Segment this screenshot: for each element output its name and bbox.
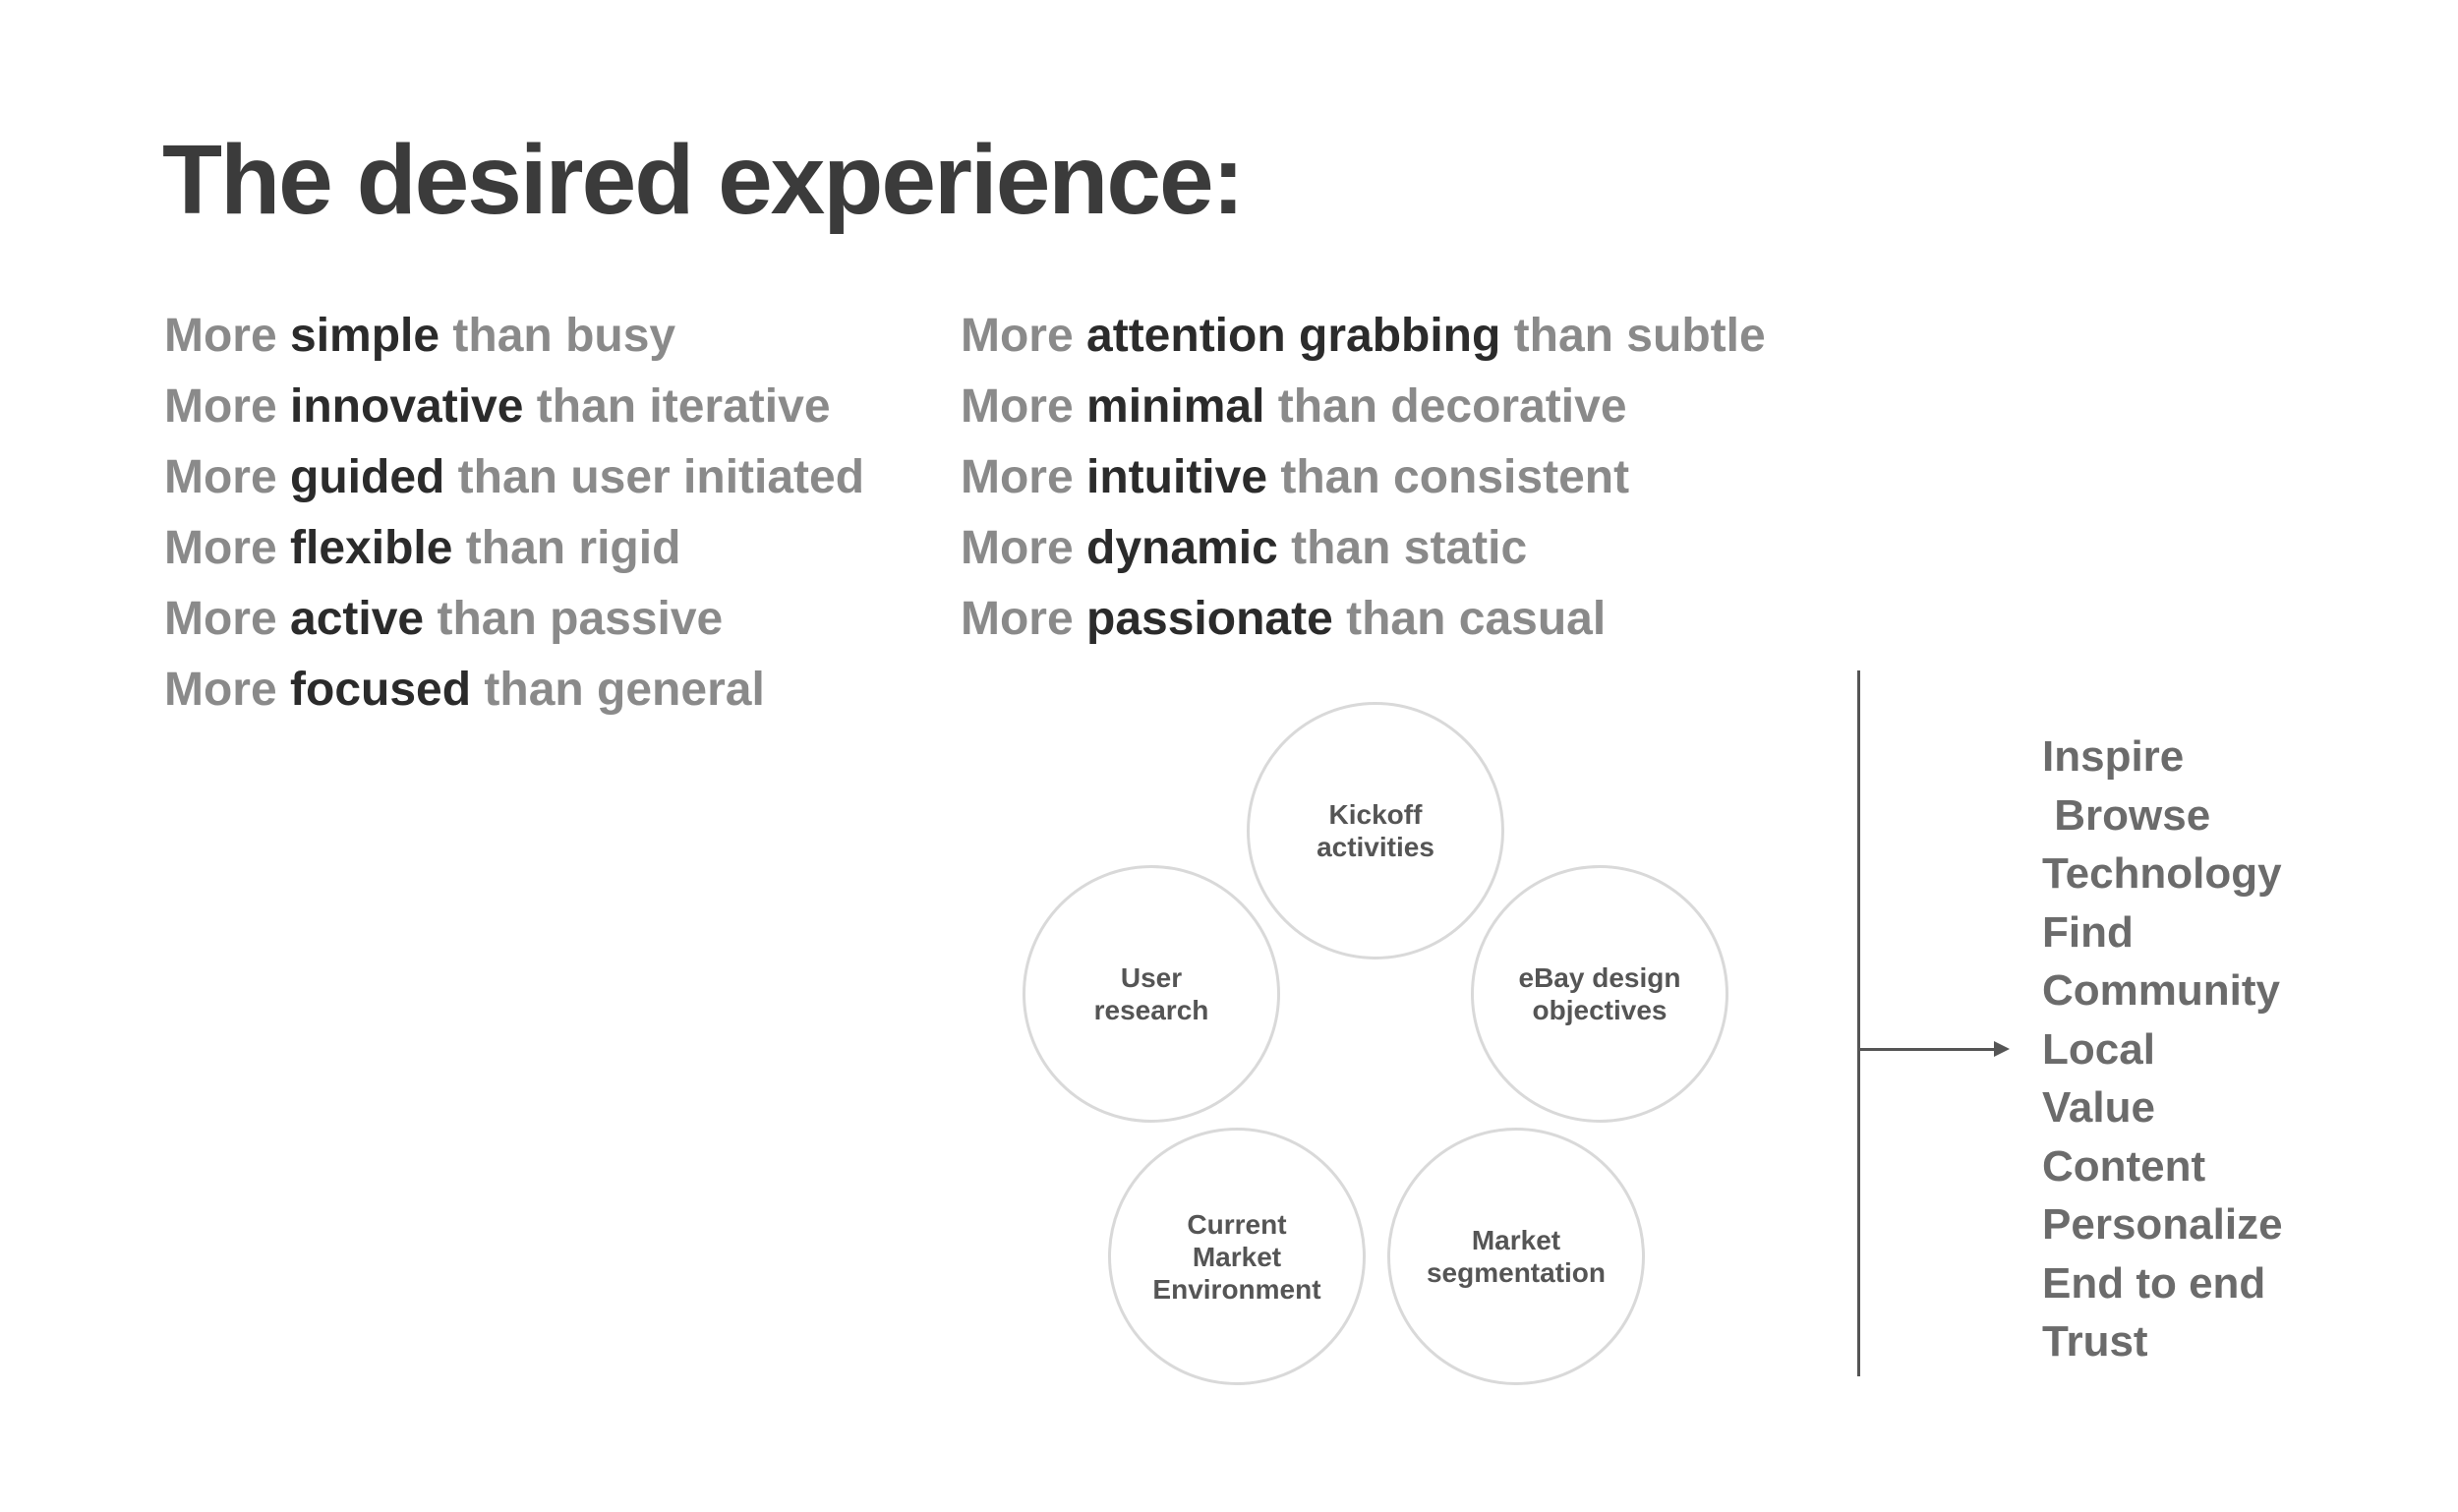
circle-label: Environment <box>1152 1273 1321 1305</box>
circle-ebay-design-objectives: eBay design objectives <box>1471 865 1728 1123</box>
comparison-line: More simple than busy <box>164 310 676 362</box>
keyword-item: Trust <box>2042 1317 2148 1366</box>
circle-label: objectives <box>1532 995 1668 1025</box>
comparison-line: More active than passive <box>164 593 724 645</box>
keyword-item: Content <box>2042 1141 2206 1191</box>
comparison-line: More passionate than casual <box>961 593 1607 645</box>
keyword-list: Inspire Browse Technology Find Community… <box>2042 727 2283 1371</box>
circle-label: Market <box>1471 1225 1561 1255</box>
keyword-item: Local <box>2042 1024 2155 1074</box>
circle-label: eBay design <box>1518 962 1681 993</box>
circle-label: User <box>1120 962 1183 993</box>
right-comparison-list: More attention grabbing than subtle More… <box>961 301 1766 655</box>
comparison-line: More innovative than iterative <box>164 380 831 433</box>
circle-user-research: User research <box>1023 865 1280 1123</box>
keyword-item: Find <box>2042 907 2134 957</box>
circle-label: activities <box>1317 832 1434 862</box>
comparison-line: More flexible than rigid <box>164 522 681 574</box>
arrow-line <box>1859 1048 1997 1051</box>
keyword-item: Technology <box>2042 849 2282 898</box>
circle-market-segmentation: Market segmentation <box>1387 1128 1645 1385</box>
keyword-item: End to end <box>2042 1258 2266 1308</box>
circle-label: segmentation <box>1426 1257 1607 1288</box>
circle-current-market-environment: Current Market Environment <box>1108 1128 1366 1385</box>
keyword-item: Value <box>2042 1083 2155 1132</box>
comparison-line: More minimal than decorative <box>961 380 1627 433</box>
circle-kickoff-activities: Kickoff activities <box>1247 702 1504 960</box>
comparison-line: More dynamic than static <box>961 522 1528 574</box>
comparison-line: More focused than general <box>164 664 765 716</box>
keyword-item: Inspire <box>2042 732 2185 781</box>
circle-label: Kickoff <box>1328 799 1423 830</box>
arrow-right-icon <box>1994 1041 2010 1057</box>
divider-line <box>1857 670 1860 1376</box>
comparison-line: More guided than user initiated <box>164 451 865 503</box>
comparison-line: More attention grabbing than subtle <box>961 310 1766 362</box>
page-title: The desired experience: <box>162 125 1245 235</box>
circle-label: Current <box>1187 1208 1287 1240</box>
comparison-line: More intuitive than consistent <box>961 451 1630 503</box>
circle-label: Market <box>1192 1241 1282 1272</box>
keyword-item: Personalize <box>2042 1200 2283 1249</box>
left-comparison-list: More simple than busy More innovative th… <box>164 301 864 726</box>
circle-label: research <box>1093 995 1209 1025</box>
keyword-item: Community <box>2042 966 2280 1015</box>
keyword-item: Browse <box>2042 790 2211 840</box>
